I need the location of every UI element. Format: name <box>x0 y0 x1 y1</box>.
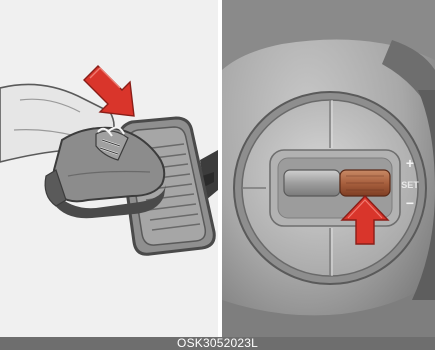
foot-pedal-panel <box>0 0 218 337</box>
foot-pedal-illustration <box>0 0 218 337</box>
steering-switch-panel: + SET − <box>222 0 435 337</box>
figure-caption: OSK3052023L <box>0 337 435 350</box>
set-roller-switch[interactable] <box>340 170 390 196</box>
roller-left <box>284 170 340 196</box>
set-label: SET <box>401 180 419 190</box>
minus-label: − <box>406 195 414 211</box>
plus-label: + <box>406 155 414 171</box>
steering-switch-illustration: + SET − <box>222 0 435 337</box>
